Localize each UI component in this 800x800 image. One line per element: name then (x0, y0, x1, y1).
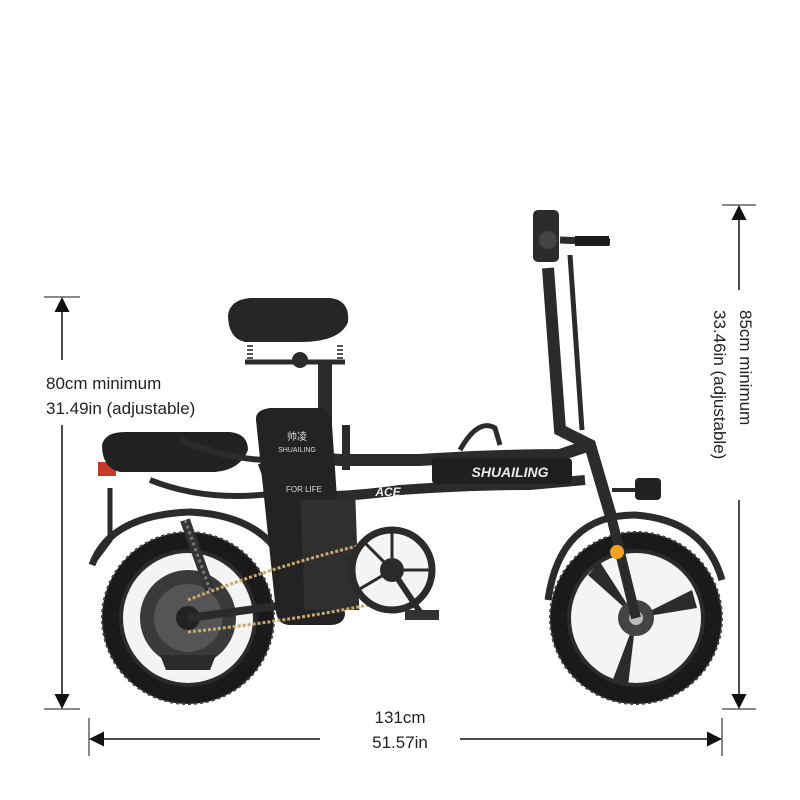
pedal (405, 610, 439, 620)
battery-label-top: 帅凌 (287, 430, 307, 443)
rear-shock (180, 518, 215, 592)
handlebar-height-dimension: 85cm minimum 33.46in (adjustable) (710, 204, 756, 710)
brand-label: SHUAILING (472, 464, 549, 480)
seat-height-label-cm: 80cm minimum (46, 374, 161, 393)
chainring (348, 526, 439, 620)
headlight (635, 478, 661, 500)
frame-carry-handle (457, 423, 503, 452)
electric-bike-illustration: SHUAILING ACE 帅凌 SHUAILING FOR LIFE (88, 210, 726, 705)
handlebar (533, 210, 611, 262)
battery-label-sub: SHUAILING (278, 447, 316, 454)
frame-brand-panel (432, 458, 572, 484)
passenger-seat (102, 432, 248, 472)
rear-wheel (101, 531, 275, 705)
battery-label-bottom: FOR LIFE (286, 485, 322, 494)
handlebar-height-label-cm: 85cm minimum (736, 310, 755, 425)
length-dimension: 131cm 51.57in (88, 708, 723, 756)
length-label-in: 51.57in (372, 733, 428, 752)
front-fender (544, 511, 726, 601)
seat-height-label-in: 31.49in (adjustable) (46, 399, 195, 418)
front-reflector (610, 545, 624, 559)
rider-seat (228, 298, 349, 368)
length-label-cm: 131cm (374, 708, 425, 727)
seat-height-dimension: 80cm minimum 31.49in (adjustable) (44, 296, 195, 710)
model-label: ACE (374, 485, 401, 499)
rear-rack (148, 477, 331, 499)
steering-stem (542, 267, 618, 522)
handlebar-height-label-in: 33.46in (adjustable) (710, 310, 729, 459)
battery-pack: 帅凌 SHUAILING FOR LIFE (255, 408, 360, 625)
